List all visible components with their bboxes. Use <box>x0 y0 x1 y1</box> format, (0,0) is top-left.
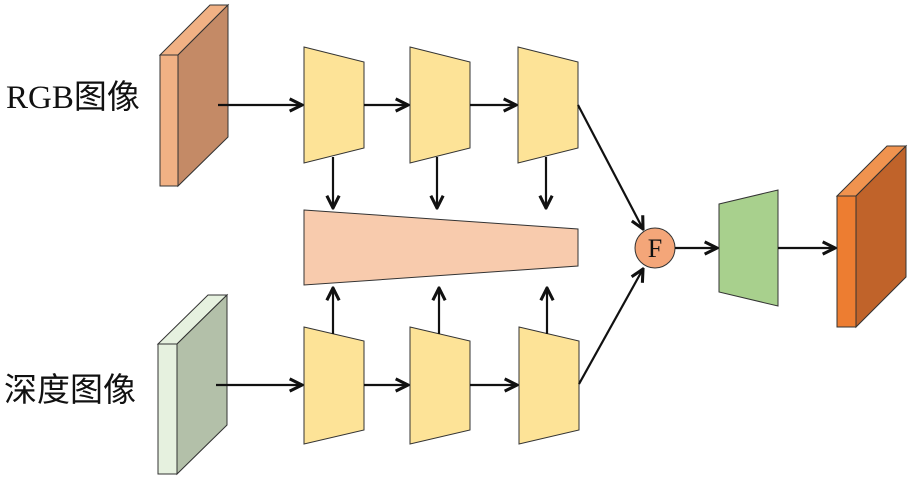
depth-encoder-1 <box>303 326 365 445</box>
rgb-input-slab <box>158 3 230 188</box>
fusion-node: F <box>634 227 676 269</box>
head-block <box>718 189 779 307</box>
edge-rgb-enc3-to-fusion <box>577 104 643 229</box>
rgb-encoder-3 <box>517 46 579 164</box>
output-slab <box>835 144 908 329</box>
depth-input-label: 深度图像 <box>4 372 136 409</box>
rgb-encoder-1 <box>303 46 365 164</box>
shared-decoder <box>303 209 579 286</box>
edge-depth-enc3-to-fusion <box>578 269 643 385</box>
depth-slab-front <box>157 343 178 475</box>
depth-encoder-2 <box>409 326 471 445</box>
rgb-encoder-2 <box>409 46 471 164</box>
fusion-node-label: F <box>648 234 662 263</box>
rgb-slab-front <box>159 54 179 187</box>
depth-encoder-3 <box>518 326 580 445</box>
rgb-input-label: RGB图像 <box>6 79 140 116</box>
depth-input-slab <box>156 293 229 476</box>
output-slab-front <box>836 195 857 328</box>
